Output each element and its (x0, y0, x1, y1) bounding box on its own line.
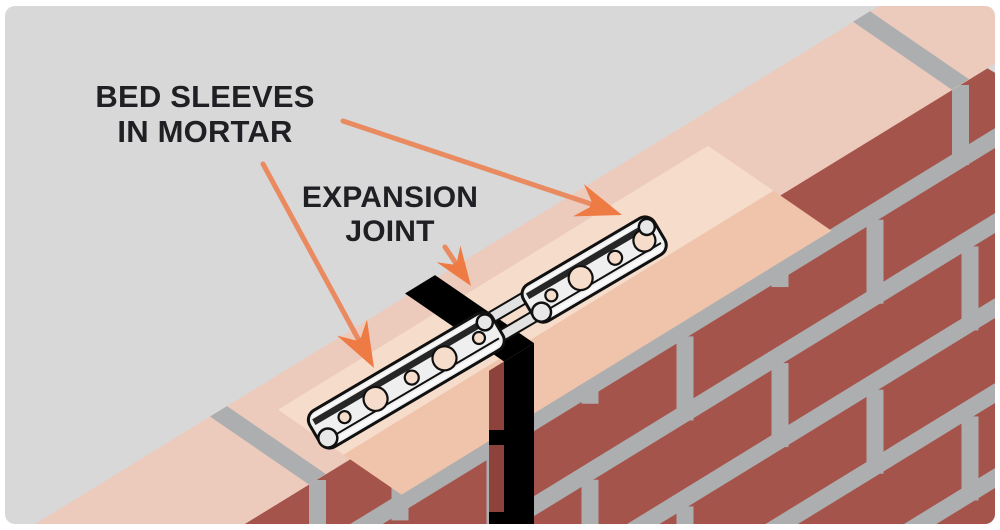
label-bed-sleeves-line1: BED SLEEVES (95, 79, 315, 114)
label-bed-sleeves-line2: IN MORTAR (117, 114, 293, 150)
bed-sleeve-channels (306, 215, 668, 450)
label-expansion-joint: EXPANSION JOINT (258, 181, 522, 249)
brick-wall-face (100, 68, 995, 524)
label-expansion-joint-line1: EXPANSION (301, 181, 479, 214)
leader-arrows (260, 118, 622, 368)
label-expansion-joint-line2: JOINT (345, 215, 435, 249)
label-bed-sleeves-in-mortar: BED SLEEVES IN MORTAR (40, 79, 370, 150)
